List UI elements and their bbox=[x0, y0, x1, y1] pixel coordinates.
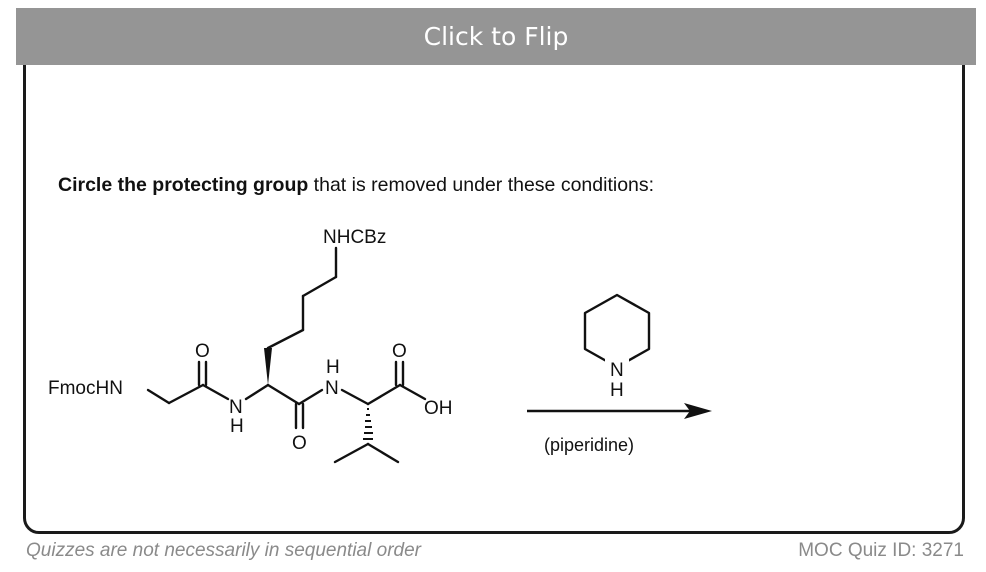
question-rest: that is removed under these conditions: bbox=[308, 174, 655, 196]
acid-carbonyl-o: O bbox=[392, 341, 407, 362]
acid-oh: OH bbox=[424, 398, 453, 419]
flashcard[interactable] bbox=[23, 13, 965, 534]
question-bold: Circle the protecting group bbox=[58, 174, 309, 196]
footer-disclaimer: Quizzes are not necessarily in sequentia… bbox=[26, 540, 421, 561]
molecule-bonds bbox=[146, 246, 427, 464]
hashed-bond bbox=[363, 408, 373, 440]
gly-carbonyl-o: O bbox=[195, 341, 210, 362]
fmochn-label: FmocHN bbox=[48, 378, 123, 399]
quiz-id: MOC Quiz ID: 3271 bbox=[798, 540, 964, 561]
val-amide-n: N bbox=[325, 378, 339, 399]
wedge-bond bbox=[264, 348, 272, 385]
nhcbz-label: NHCBz bbox=[323, 227, 386, 248]
piperidine-n: N bbox=[610, 360, 624, 381]
reaction-arrow-head-icon bbox=[684, 403, 712, 419]
lys-amide-h: H bbox=[230, 416, 244, 437]
click-to-flip-label: Click to Flip bbox=[423, 22, 569, 51]
piperidine-ring-icon bbox=[583, 293, 651, 369]
val-amide-h: H bbox=[326, 357, 340, 378]
question-text: Circle the protecting group that is remo… bbox=[58, 174, 654, 197]
lys-amide-n: N bbox=[229, 397, 243, 418]
piperidine-h: H bbox=[610, 380, 624, 401]
lys-carbonyl-o: O bbox=[292, 433, 307, 454]
condition-label: (piperidine) bbox=[544, 435, 634, 455]
click-to-flip-button[interactable]: Click to Flip bbox=[16, 8, 976, 65]
ring-n-mask bbox=[605, 358, 629, 378]
